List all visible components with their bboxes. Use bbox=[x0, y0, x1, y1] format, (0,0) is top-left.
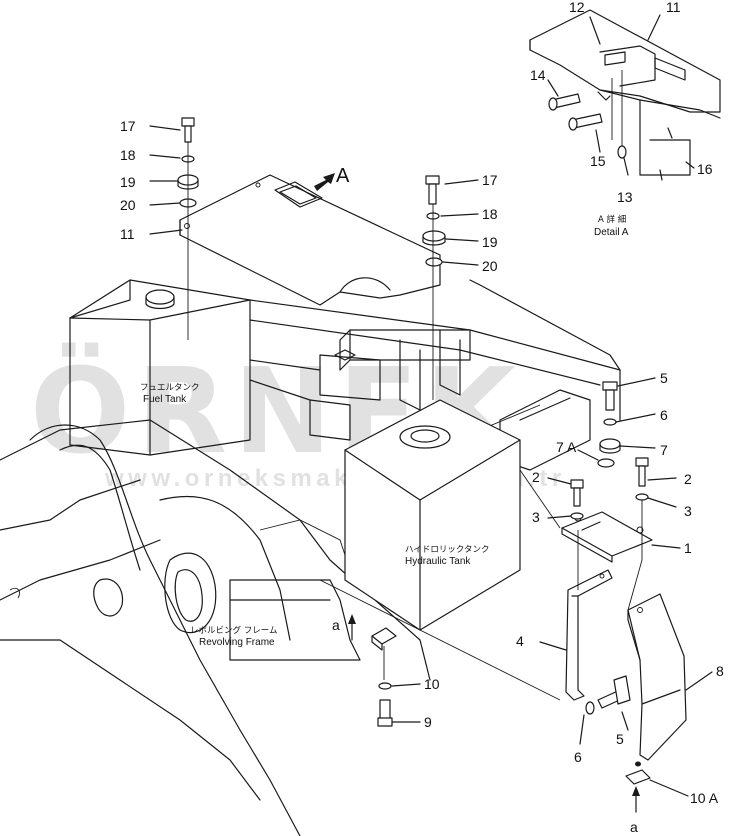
upper-right-bolt-stack: 5 6 7 7 A bbox=[556, 370, 668, 468]
view-marker-label: A bbox=[336, 165, 350, 187]
section-ref-a-bottom: a bbox=[630, 819, 638, 835]
callout-18-left: 18 bbox=[120, 147, 136, 163]
detail-a-label-jp: A 詳 細 bbox=[598, 214, 626, 225]
bracket-10a: 10 A a bbox=[625, 761, 719, 835]
callout-12: 12 bbox=[569, 0, 585, 15]
section-ref-a-left: a bbox=[332, 617, 340, 633]
callout-11-main: 11 bbox=[120, 226, 135, 242]
detail-bolt-15 bbox=[568, 113, 603, 131]
hydraulic-tank: ハイドロリックタンク Hydraulic Tank bbox=[344, 399, 521, 631]
detail-bolt-14 bbox=[548, 93, 581, 111]
left-bolt-stack: 17 18 19 20 11 bbox=[120, 117, 199, 340]
callout-11-detail: 11 bbox=[666, 0, 681, 15]
callout-18-right: 18 bbox=[482, 206, 498, 222]
callout-20-right: 20 bbox=[482, 258, 498, 274]
callout-13: 13 bbox=[617, 189, 633, 205]
connector-lines bbox=[319, 469, 643, 701]
detail-a: 14 12 11 15 13 16 A 詳 細 Detail A bbox=[529, 0, 721, 238]
callout-7a: 7 A bbox=[556, 439, 577, 455]
callout-2-left: 2 bbox=[532, 469, 540, 485]
revolving-frame-label-jp: レボルビング フレーム bbox=[190, 625, 277, 636]
callout-6-bottom: 6 bbox=[574, 749, 582, 765]
hydraulic-tank-label-en: Hydraulic Tank bbox=[405, 556, 471, 567]
fuel-tank-label-jp: フュエルタンク bbox=[140, 383, 200, 393]
fuel-tank-label-en: Fuel Tank bbox=[143, 394, 187, 405]
callout-6-top: 6 bbox=[660, 407, 668, 423]
callout-5-bottom: 5 bbox=[616, 731, 624, 747]
callout-4: 4 bbox=[516, 633, 524, 649]
revolving-frame bbox=[0, 419, 431, 836]
lower-bolt-5: 5 6 bbox=[574, 675, 631, 765]
callout-10a: 10 A bbox=[690, 790, 719, 806]
callout-10: 10 bbox=[424, 676, 440, 692]
callout-19-right: 19 bbox=[482, 234, 498, 250]
top-cover-plate bbox=[179, 174, 441, 306]
callout-7: 7 bbox=[660, 442, 668, 458]
fuel-tank: フュエルタンク Fuel Tank bbox=[69, 279, 251, 456]
callout-5-top: 5 bbox=[660, 370, 668, 386]
callout-2-right: 2 bbox=[684, 471, 692, 487]
right-bolt-stack: 17 18 19 20 bbox=[422, 172, 498, 400]
callout-8: 8 bbox=[716, 663, 724, 679]
revolving-frame-label-en: Revolving Frame bbox=[199, 637, 275, 648]
guard-cover: 8 bbox=[627, 593, 724, 761]
support-leg: 4 bbox=[516, 569, 613, 701]
callout-1: 1 bbox=[684, 540, 692, 556]
callout-17-right: 17 bbox=[482, 172, 498, 188]
callout-9: 9 bbox=[424, 714, 432, 730]
callout-19-left: 19 bbox=[120, 174, 136, 190]
hydraulic-tank-label-jp: ハイドロリックタンク bbox=[405, 545, 490, 555]
callout-16: 16 bbox=[697, 161, 713, 177]
callout-15: 15 bbox=[590, 153, 606, 169]
callout-3-left: 3 bbox=[532, 509, 540, 525]
callout-3-right: 3 bbox=[684, 503, 692, 519]
bracket-assembly: 2 3 1 2 3 bbox=[532, 457, 692, 563]
bracket-10: a 10 9 bbox=[332, 614, 440, 730]
callout-20-left: 20 bbox=[120, 197, 136, 213]
callout-14: 14 bbox=[530, 67, 546, 83]
detail-a-label-en: Detail A bbox=[594, 227, 629, 238]
view-marker-a: A bbox=[314, 165, 350, 191]
callout-17-left: 17 bbox=[120, 118, 136, 134]
